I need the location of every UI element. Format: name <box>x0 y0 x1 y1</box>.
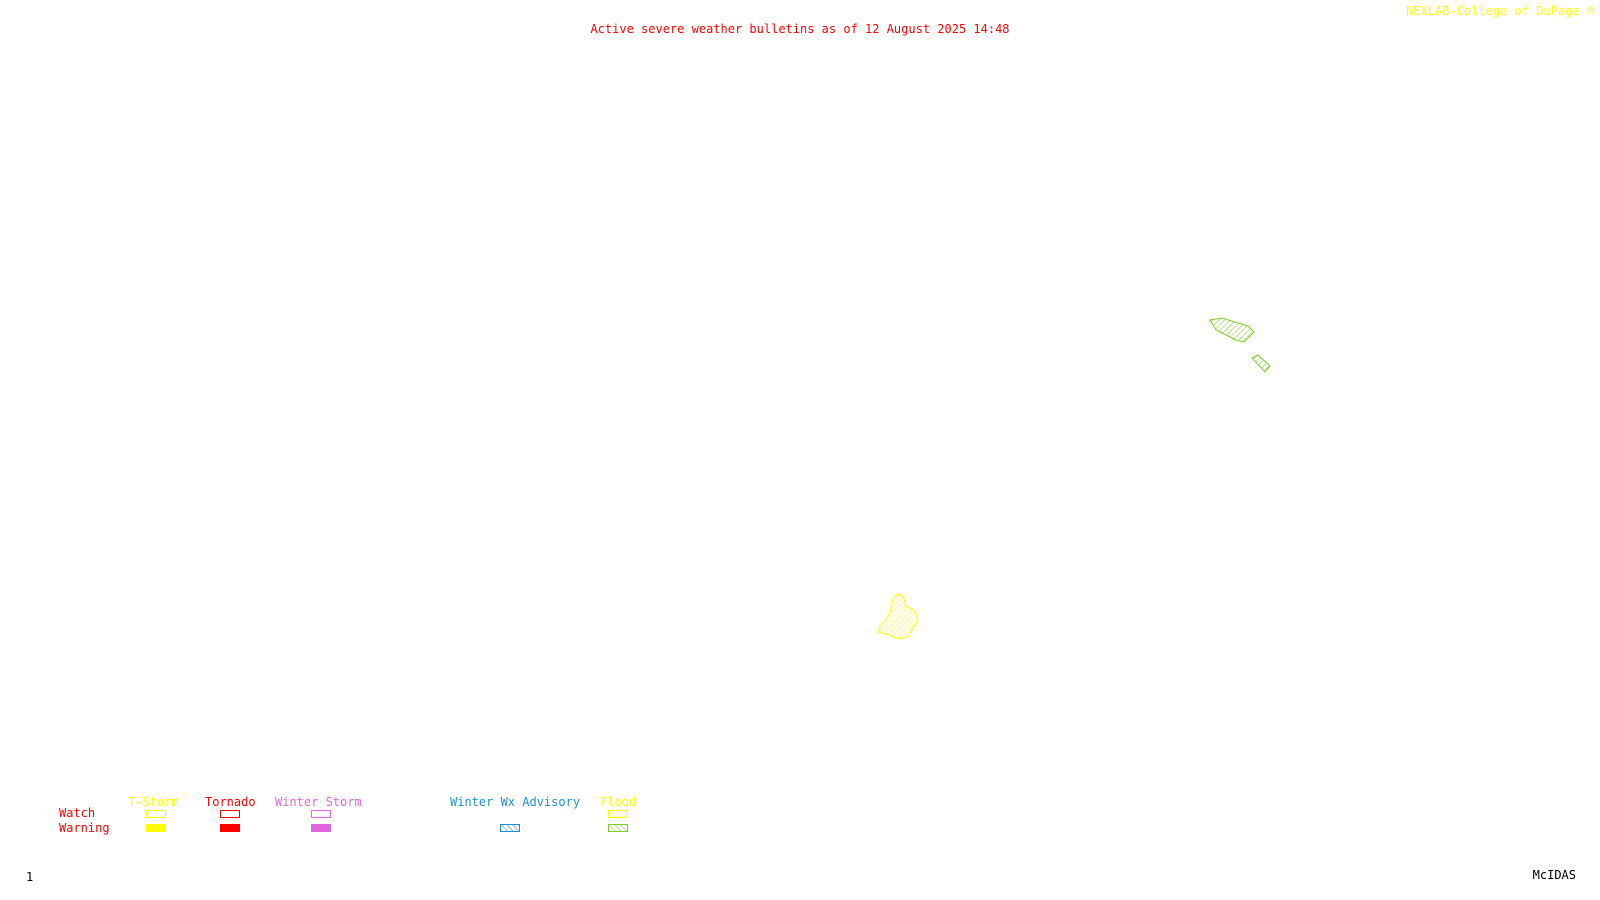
frame-number: 1 <box>26 870 34 884</box>
legend-warning-label: Warning <box>59 821 110 835</box>
legend-flood-header: Flood <box>600 795 637 809</box>
legend-winter-advisory-header: Winter Wx Advisory <box>450 795 581 809</box>
legend-flood-watch-swatch <box>608 810 628 818</box>
legend-flood-warning-swatch <box>608 824 628 832</box>
legend-watch-label: Watch <box>59 806 96 820</box>
legend-tornado-watch-swatch <box>220 810 240 818</box>
page-title: Active severe weather bulletins as of 12… <box>590 22 1010 36</box>
legend-tstorm-watch-swatch <box>146 810 166 818</box>
software-label: McIDAS <box>1532 868 1576 882</box>
credit-text: NEXLAB-College of DuPage ® <box>1406 4 1594 18</box>
legend-tstorm-header: T-Storm <box>128 795 179 809</box>
legend-winter-storm-watch-swatch <box>311 810 331 818</box>
legend-tornado-header: Tornado <box>205 795 256 809</box>
flood-warning-area <box>1209 317 1255 343</box>
legend-winter-storm-warning-swatch <box>311 824 331 832</box>
legend-winter-storm-header: Winter Storm <box>275 795 362 809</box>
flood-warning-area <box>1251 354 1271 373</box>
legend-tornado-warning-swatch <box>220 824 240 832</box>
legend-winter-advisory-swatch <box>500 824 520 832</box>
legend-tstorm-warning-swatch <box>146 824 166 832</box>
flood-watch-area <box>877 593 919 640</box>
